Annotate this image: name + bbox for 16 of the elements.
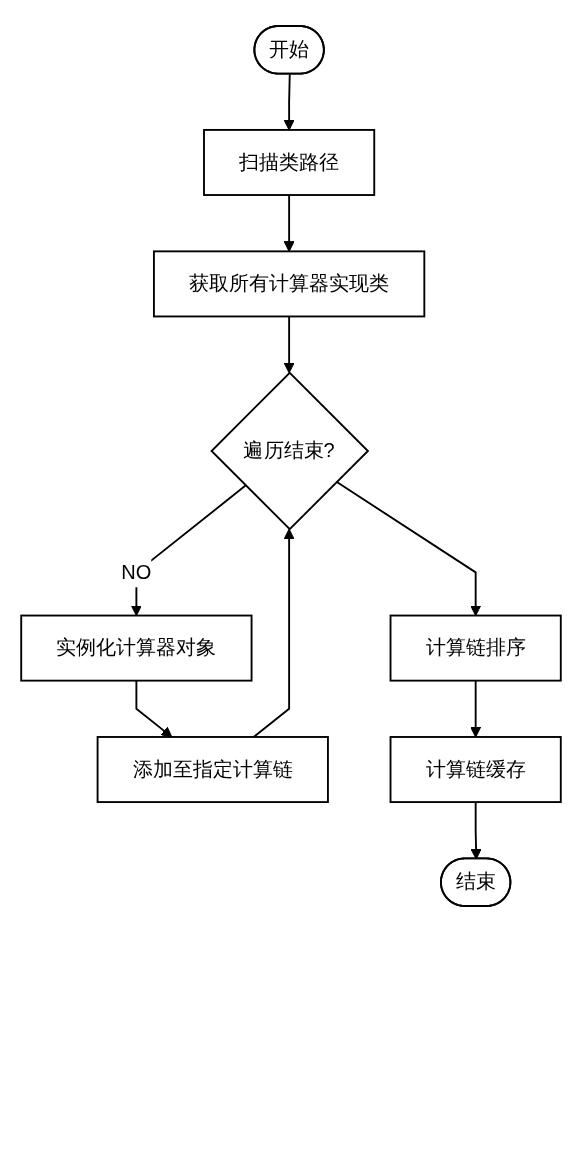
node-box: 添加至指定计算链: [96, 736, 329, 804]
arrow: [470, 679, 482, 738]
node-box: 实例化计算器对象: [20, 614, 253, 682]
node-box: 计算链缓存: [389, 736, 562, 804]
arrow: [283, 73, 295, 131]
node-box: 扫描类路径: [203, 129, 376, 196]
arrow: [283, 194, 295, 252]
node-diamond: 遍历结束?: [210, 371, 370, 531]
node-box: 获取所有计算器实现类: [153, 250, 426, 318]
arrow: [335, 480, 482, 617]
arrow: [470, 801, 482, 860]
node-box: 计算链排序: [389, 614, 562, 682]
edge-label: NO: [121, 561, 152, 583]
arrow: [135, 679, 173, 738]
arrow: [283, 315, 295, 374]
arrow: [252, 528, 295, 738]
